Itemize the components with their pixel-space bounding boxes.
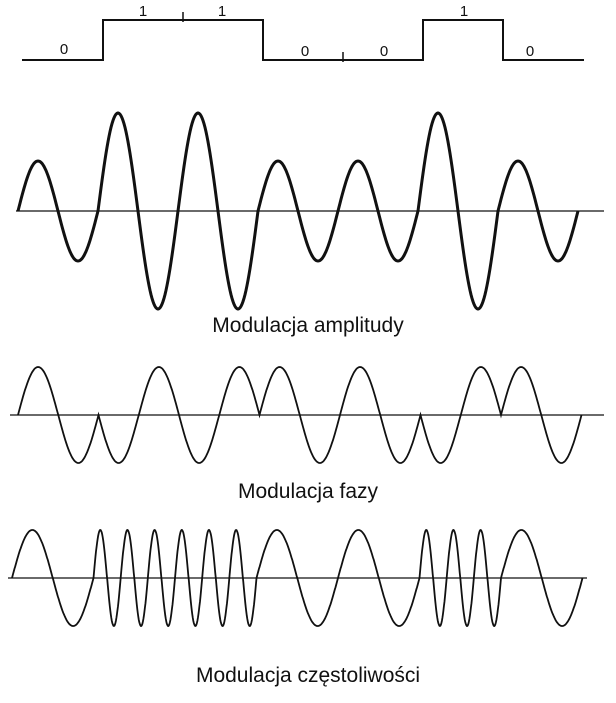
bit-label: 0: [380, 43, 388, 60]
bit-label: 0: [526, 43, 534, 60]
bit-label: 0: [301, 43, 309, 60]
am-caption: Modulacja amplitudy: [212, 314, 404, 337]
pm-waveform: [17, 366, 583, 464]
fm-caption: Modulacja częstoliwości: [195, 664, 421, 687]
digital-signal: 0 1 1 0 0 1 0: [22, 3, 584, 62]
bit-label: 1: [218, 3, 226, 20]
fm-waveform: [11, 528, 584, 628]
bit-label: 1: [460, 3, 468, 20]
bit-label: 0: [60, 41, 68, 58]
pm-caption: Modulacja fazy: [237, 480, 379, 503]
bit-label: 1: [139, 3, 147, 20]
am-waveform: [16, 111, 580, 311]
